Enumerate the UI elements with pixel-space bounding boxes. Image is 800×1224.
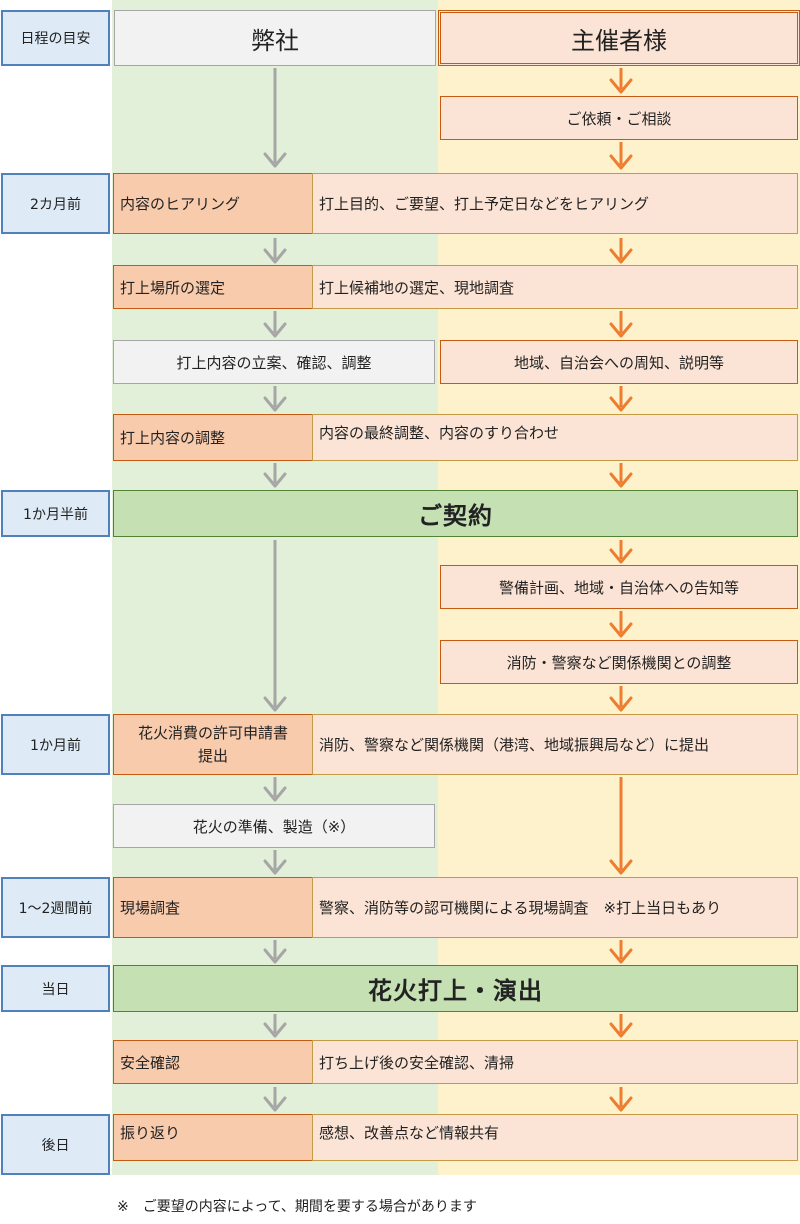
schedule-one-month: 1か月前	[1, 714, 110, 775]
prepare-box: 花火の準備、製造（※）	[113, 804, 435, 848]
permit-desc-box: 消防、警察など関係機関（港湾、地域振興局など）に提出	[312, 714, 798, 775]
adjust-desc: 内容の最終調整、内容のすり合わせ	[319, 424, 560, 442]
inspection-label: 現場調査	[120, 899, 181, 917]
gray-arrow-11	[263, 1087, 287, 1112]
gray-arrow-9	[263, 940, 287, 964]
schedule-one-two-weeks: 1～2週間前	[1, 877, 110, 938]
hearing-desc-box: 打上目的、ご要望、打上予定日などをヒアリング	[312, 173, 798, 234]
schedule-two-months: 2カ月前	[1, 173, 110, 234]
review-desc: 感想、改善点など情報共有	[319, 1124, 500, 1142]
orange-arrow-5	[609, 386, 633, 412]
gray-arrow-8	[263, 850, 287, 875]
orange-arrow-7	[609, 540, 633, 564]
gray-arrow-4	[263, 386, 287, 412]
site-label: 打上場所の選定	[120, 278, 226, 297]
agencies-box: 消防・警察など関係機関との調整	[440, 640, 798, 684]
schedule-day-of-label: 当日	[41, 981, 70, 998]
orange-arrow-4	[609, 311, 633, 338]
schedule-one-half-month-label: 1か月半前	[23, 506, 88, 523]
safety-label: 安全確認	[120, 1053, 181, 1072]
organizer-header: 主催者様	[438, 10, 800, 66]
hearing-desc: 打上目的、ご要望、打上予定日などをヒアリング	[319, 195, 650, 213]
planning-text: 打上内容の立案、確認、調整	[176, 353, 372, 372]
organizer-header-label: 主催者様	[571, 26, 667, 55]
prepare-text: 花火の準備、製造（※）	[192, 817, 356, 836]
schedule-header: 日程の目安	[1, 10, 110, 66]
review-label: 振り返り	[120, 1124, 181, 1142]
schedule-after: 後日	[1, 1114, 110, 1175]
agencies-text: 消防・警察など関係機関との調整	[506, 653, 732, 672]
orange-arrow-3	[609, 238, 633, 264]
permit-label-box: 花火消費の許可申請書 提出	[113, 714, 312, 775]
contract-band: ご契約	[113, 490, 798, 537]
schedule-one-two-weeks-label: 1～2週間前	[18, 900, 93, 917]
orange-arrow-13	[609, 1087, 633, 1112]
request-text: ご依頼・ご相談	[566, 109, 672, 128]
notice-box: 地域、自治会への周知、説明等	[440, 340, 798, 384]
launch-text: 花火打上・演出	[368, 977, 543, 1005]
orange-arrow-6	[609, 463, 633, 488]
orange-arrow-9	[609, 686, 633, 712]
schedule-after-label: 後日	[41, 1137, 70, 1154]
security-text: 警備計画、地域・自治体への告知等	[498, 578, 739, 597]
orange-arrow-10	[609, 777, 633, 875]
schedule-two-months-label: 2カ月前	[30, 196, 81, 213]
inspection-desc-box: 警察、消防等の認可機関による現場調査 ※打上当日もあり	[312, 877, 798, 938]
adjust-desc-box: 内容の最終調整、内容のすり合わせ	[312, 414, 798, 461]
orange-arrow-2	[609, 142, 633, 170]
planning-box: 打上内容の立案、確認、調整	[113, 340, 435, 384]
review-label-box: 振り返り	[113, 1114, 312, 1161]
schedule-one-half-month: 1か月半前	[1, 490, 110, 537]
site-desc-box: 打上候補地の選定、現地調査	[312, 265, 798, 309]
safety-desc-box: 打ち上げ後の安全確認、清掃	[312, 1040, 798, 1084]
orange-arrow-11	[609, 940, 633, 964]
orange-arrow-1	[609, 68, 633, 94]
gray-arrow-2	[263, 238, 287, 264]
inspection-desc: 警察、消防等の認可機関による現場調査 ※打上当日もあり	[319, 899, 722, 917]
adjust-label: 打上内容の調整	[120, 429, 226, 447]
launch-band: 花火打上・演出	[113, 965, 798, 1012]
notice-text: 地域、自治会への周知、説明等	[513, 353, 724, 372]
review-desc-box: 感想、改善点など情報共有	[312, 1114, 798, 1161]
gray-arrow-1	[263, 68, 287, 168]
orange-arrow-12	[609, 1014, 633, 1038]
company-header-label: 弊社	[251, 26, 299, 55]
safety-desc: 打ち上げ後の安全確認、清掃	[319, 1053, 515, 1072]
adjust-label-box: 打上内容の調整	[113, 414, 312, 461]
footnote: ※ ご要望の内容によって、期間を要する場合があります	[117, 1199, 477, 1215]
inspection-label-box: 現場調査	[113, 877, 312, 938]
hearing-label-box: 内容のヒアリング	[113, 173, 312, 234]
security-box: 警備計画、地域・自治体への告知等	[440, 565, 798, 609]
schedule-header-label: 日程の目安	[20, 31, 91, 47]
site-desc: 打上候補地の選定、現地調査	[319, 278, 515, 297]
schedule-one-month-label: 1か月前	[30, 737, 81, 754]
contract-text: ご契約	[418, 502, 493, 530]
organizer-arrows	[609, 68, 633, 1112]
safety-label-box: 安全確認	[113, 1040, 312, 1084]
permit-desc: 消防、警察など関係機関（港湾、地域振興局など）に提出	[319, 736, 710, 754]
request-box: ご依頼・ご相談	[440, 96, 798, 140]
gray-arrow-10	[263, 1014, 287, 1038]
site-label-box: 打上場所の選定	[113, 265, 312, 309]
gray-arrow-6	[263, 540, 287, 712]
gray-arrow-5	[263, 463, 287, 488]
company-header: 弊社	[114, 10, 436, 66]
schedule-day-of: 当日	[1, 965, 110, 1012]
hearing-label: 内容のヒアリング	[120, 195, 241, 213]
gray-arrow-3	[263, 311, 287, 338]
orange-arrow-8	[609, 611, 633, 638]
company-arrows	[263, 68, 287, 1112]
gray-arrow-7	[263, 777, 287, 802]
permit-label: 花火消費の許可申請書 提出	[137, 724, 288, 765]
